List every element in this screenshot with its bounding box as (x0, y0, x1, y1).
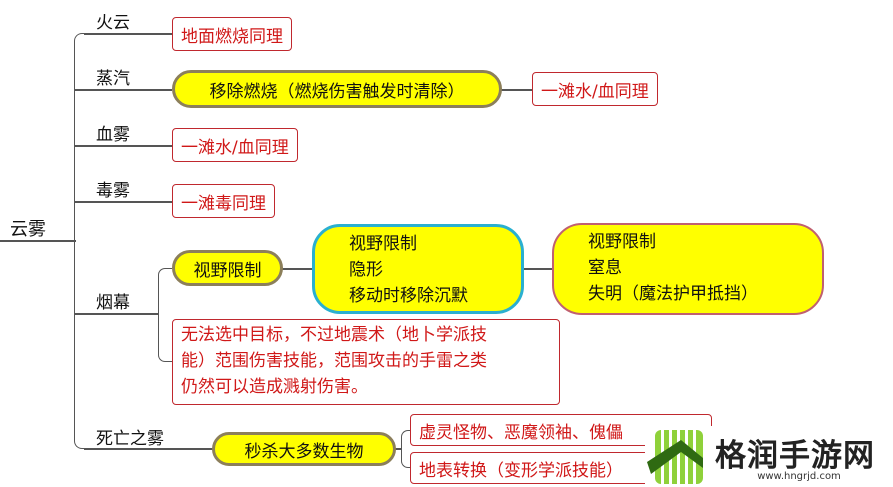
note-line: 无法选中目标，不过地震术（地卜学派技 (181, 325, 487, 345)
siwang-bracket (401, 430, 411, 468)
connector (75, 145, 172, 147)
yanmu-bracket (158, 268, 172, 362)
yanmu-group2: 视野限制 窒息 失明（魔法护甲抵挡） (552, 223, 824, 315)
root-node: 云雾 (10, 219, 46, 240)
zhengqi-effect: 移除燃烧（燃烧伤害触发时清除） (172, 70, 502, 108)
branch-duwu: 毒雾 (96, 181, 130, 201)
siwang-effect: 秒杀大多数生物 (212, 432, 396, 466)
group1-item: 移动时移除沉默 (349, 286, 468, 306)
connector (282, 268, 314, 270)
note-line: 能）范围伤害技能，范围攻击的手雷之类 (181, 351, 487, 371)
watermark-name: 格润手游网 (715, 438, 875, 474)
watermark-logo-icon (647, 430, 703, 484)
trunk-line (74, 33, 86, 449)
group1-item: 视野限制 (349, 234, 417, 254)
yanmu-group1: 视野限制 隐形 移动时移除沉默 (312, 224, 524, 314)
connector (75, 313, 159, 315)
connector (84, 33, 172, 35)
group2-item: 窒息 (588, 258, 622, 278)
watermark: 格润手游网 www.hngrjd.com (645, 426, 893, 487)
huoyun-note: 地面燃烧同理 (172, 17, 292, 51)
note-line: 仍然可以造成溅射伤害。 (181, 377, 368, 397)
group2-item: 失明（魔法护甲抵挡） (588, 284, 758, 304)
branch-huoyun: 火云 (96, 13, 130, 33)
connector (75, 89, 172, 91)
branch-zhengqi: 蒸汽 (96, 69, 130, 89)
xuewu-note: 一滩水/血同理 (172, 128, 298, 162)
connector (394, 448, 402, 450)
group1-item: 隐形 (349, 260, 383, 280)
watermark-url: www.hngrjd.com (757, 471, 841, 482)
connector (522, 268, 554, 270)
connector (84, 448, 214, 450)
connector (500, 89, 532, 91)
root-underline (0, 240, 76, 242)
yanmu-note: 无法选中目标，不过地震术（地卜学派技 能）范围伤害技能，范围攻击的手雷之类 仍然… (172, 319, 560, 405)
yanmu-effect: 视野限制 (172, 250, 283, 286)
zhengqi-note: 一滩水/血同理 (532, 72, 658, 106)
duwu-note: 一滩毒同理 (172, 184, 275, 218)
connector (75, 201, 172, 203)
branch-xuewu: 血雾 (96, 125, 130, 145)
branch-yanmu: 烟幕 (96, 293, 130, 313)
branch-siwang: 死亡之雾 (96, 429, 164, 449)
group2-item: 视野限制 (588, 232, 656, 252)
